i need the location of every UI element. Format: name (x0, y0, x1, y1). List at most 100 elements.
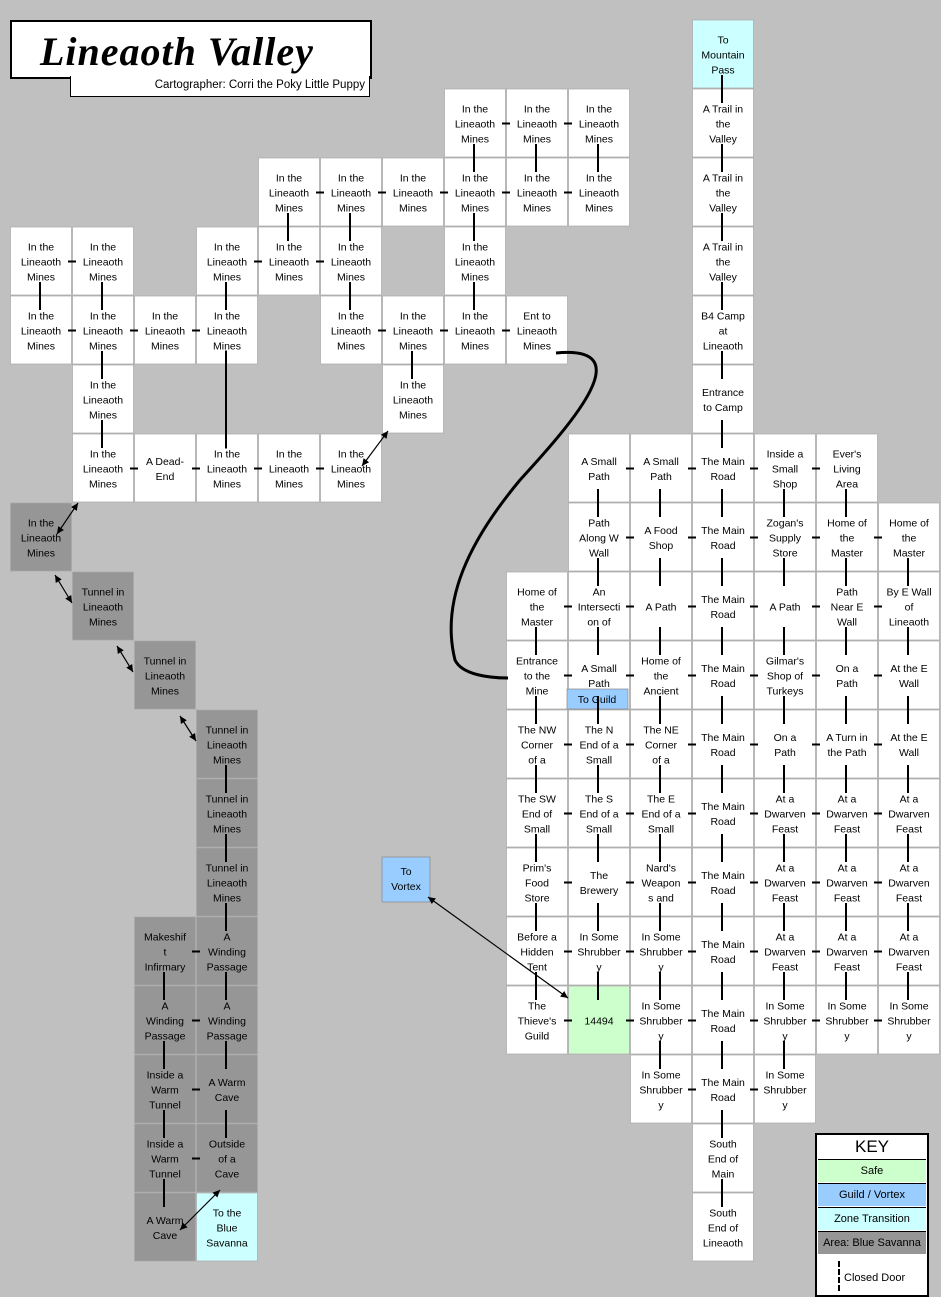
room-label: In the (338, 449, 364, 461)
room-box (320, 433, 382, 503)
room-label: Dwarven (826, 809, 868, 821)
room-label: Mines (523, 134, 551, 146)
room-label: At a (900, 863, 919, 875)
room-label: At a (900, 932, 919, 944)
room-label: Thieve's (518, 1016, 557, 1028)
room-label: Lineaoth (83, 602, 123, 614)
room-label: Mines (213, 272, 241, 284)
room-label: Lineaoth (331, 188, 371, 200)
room-label: Tunnel (149, 1100, 181, 1112)
room-label: Mines (461, 272, 489, 284)
room-label: y (596, 962, 602, 974)
room-label: A Path (646, 602, 677, 614)
room-label: Mines (151, 686, 179, 698)
room-label: In the (214, 311, 240, 323)
room-label: Brewery (580, 885, 619, 897)
room-label: In the (276, 242, 302, 254)
key-title: KEY (854, 1137, 890, 1156)
room-label: Tunnel (149, 1169, 181, 1181)
room-label: Dwarven (888, 878, 930, 890)
room-label: Cave (215, 1169, 240, 1181)
room-label: The NE (643, 725, 679, 737)
room-label: Mines (275, 479, 303, 491)
room-label: End of (522, 809, 552, 821)
room-label: Home of (889, 518, 929, 530)
room-label: Shop (649, 540, 674, 552)
room-label: Corner (521, 740, 554, 752)
room-label: In the (400, 380, 426, 392)
room-label: B4 Camp (701, 311, 745, 323)
room-label: Path (774, 747, 796, 759)
room-label: Dwarven (888, 947, 930, 959)
room-label: Feast (834, 824, 860, 836)
room-label: Wall (899, 678, 919, 690)
room-label: A Food (644, 525, 677, 537)
room-label: 14494 (584, 1016, 613, 1028)
room-label: Home of (827, 518, 867, 530)
room-label: Feast (772, 962, 798, 974)
room-label: The Main (701, 456, 745, 468)
room-label: A Warm (209, 1077, 246, 1089)
room-label: Path (836, 587, 858, 599)
room-label: In the (214, 242, 240, 254)
room-label: In the (400, 173, 426, 185)
room-label: Home of (641, 656, 681, 668)
room-label: At the E (890, 732, 927, 744)
room-label: Winding (208, 947, 246, 959)
room-label: Mines (213, 824, 241, 836)
room-label: A (223, 1001, 230, 1013)
room-label: Lineaoth (83, 257, 123, 269)
room-label: South (709, 1208, 737, 1220)
room-label: Food (525, 878, 549, 890)
room-label: Lineaoth (269, 257, 309, 269)
room-label: Passage (207, 1031, 248, 1043)
room-label: Intersecti (578, 602, 621, 614)
room-label: Lineaoth (517, 188, 557, 200)
room-label: Road (710, 1023, 735, 1035)
room-label: Mines (337, 479, 365, 491)
room-label: the Path (827, 747, 866, 759)
room-label: In the (90, 311, 116, 323)
room-label: Master (893, 548, 926, 560)
room-label: A (223, 932, 230, 944)
room-label: Road (710, 954, 735, 966)
room-label: The Main (701, 1008, 745, 1020)
room-label: Lineaoth (393, 395, 433, 407)
room-label: Corner (645, 740, 678, 752)
room-label: Weapon (642, 878, 681, 890)
room-label: End of a (579, 740, 618, 752)
room-label: Lineaoth (579, 119, 619, 131)
room-label: Feast (772, 893, 798, 905)
room-label: Winding (208, 1016, 246, 1028)
room-label: At a (776, 863, 795, 875)
room-label: Small (586, 755, 612, 767)
room-label: Winding (146, 1016, 184, 1028)
room-label: The (528, 1001, 546, 1013)
room-label: Lineaoth (579, 188, 619, 200)
room-label: Warm (151, 1085, 179, 1097)
room-label: Mines (89, 272, 117, 284)
room-label: the (716, 188, 731, 200)
room-label: Savanna (206, 1238, 248, 1250)
room-label: Road (710, 747, 735, 759)
room-label: The Main (701, 870, 745, 882)
room-label: Mines (213, 893, 241, 905)
room-label: Lineaoth (889, 617, 929, 629)
room-label: A Trail in (703, 104, 743, 116)
room-label: Shrubber (763, 1085, 807, 1097)
room-label: Road (710, 471, 735, 483)
room-label: Lineaoth (207, 257, 247, 269)
room-label: Lineaoth (393, 326, 433, 338)
room-label: of (905, 602, 914, 614)
room-label: Passage (207, 962, 248, 974)
room-label: In the (462, 104, 488, 116)
room-label: Mines (27, 548, 55, 560)
room-label: the (840, 533, 855, 545)
room-label: Lineaoth (703, 341, 743, 353)
room-label: The S (585, 794, 613, 806)
